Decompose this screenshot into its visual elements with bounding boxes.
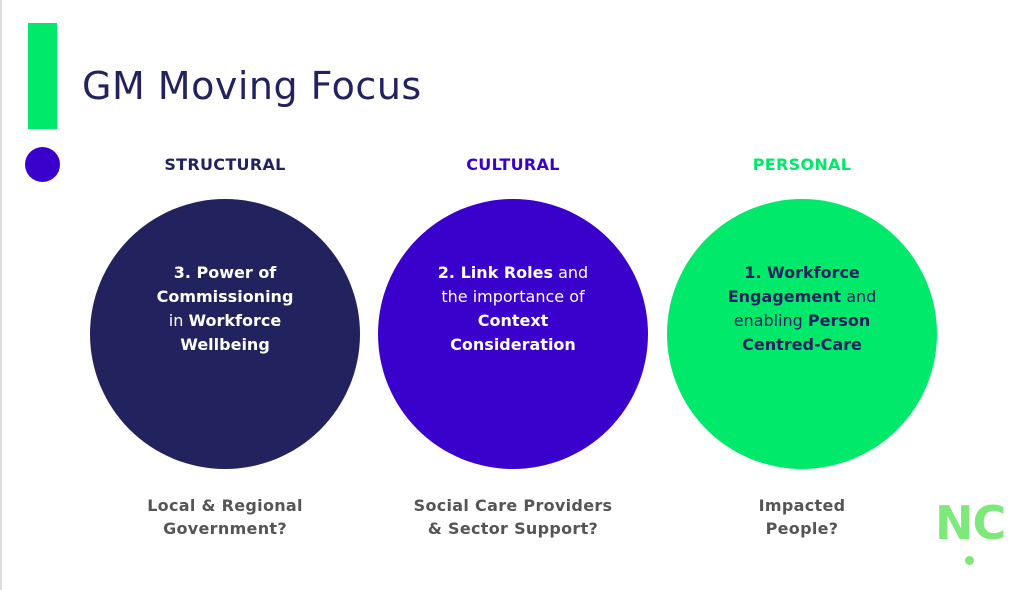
footer-line: Local & Regional — [147, 496, 303, 515]
text-segment: Context — [477, 311, 549, 330]
circle-text-line: Wellbeing — [180, 333, 270, 357]
text-segment: Consideration — [450, 335, 576, 354]
text-segment: Person — [807, 311, 871, 330]
circle-text-line: 3. Power of — [174, 261, 277, 285]
circle-text-line: enabling Person — [734, 309, 871, 333]
column-cultural: CULTURAL 2. Link Roles and the importance… — [368, 150, 658, 540]
slide-title: GM Moving Focus — [82, 64, 422, 108]
text-segment: Wellbeing — [180, 335, 270, 354]
text-segment: Engagement — [727, 287, 842, 306]
column-heading: STRUCTURAL — [164, 155, 286, 174]
footer-line: & Sector Support? — [427, 519, 599, 538]
column-structural: STRUCTURAL 3. Power of Commissioning in Wo… — [80, 150, 370, 540]
column-heading: CULTURAL — [466, 155, 560, 174]
text-segment: 2. Link Roles — [437, 263, 554, 282]
footer-line: People? — [765, 519, 839, 538]
circle-text-line: 2. Link Roles and — [438, 261, 588, 285]
text-segment: Centred-Care — [742, 335, 862, 354]
nc-logo: NC — [935, 496, 1006, 550]
text-segment: in — [168, 311, 189, 330]
text-segment: Workforce — [188, 311, 282, 330]
circle-text-line: the importance of — [441, 285, 584, 309]
text-segment: 3. Power of — [173, 263, 277, 282]
circle-cultural: 2. Link Roles and the importance of Contex… — [378, 199, 648, 469]
circle-text-line: in Workforce — [169, 309, 281, 333]
logo-dot — [965, 556, 974, 565]
circle-text-line: Consideration — [450, 333, 576, 357]
slide-edge — [0, 0, 2, 590]
text-segment: and — [553, 263, 589, 282]
footer-line: Social Care Providers — [413, 496, 613, 515]
circle-text-line: Commissioning — [157, 285, 294, 309]
circle-text-line: Engagement and — [728, 285, 877, 309]
column-footer: Social Care Providers & Sector Support? — [368, 494, 658, 540]
footer-line: Impacted — [758, 496, 846, 515]
circle-text-line: Centred-Care — [742, 333, 862, 357]
text-segment: Commissioning — [156, 287, 294, 306]
footer-line: Government? — [163, 519, 287, 538]
text-segment: the importance of — [441, 287, 585, 306]
text-segment: enabling — [733, 311, 808, 330]
circle-text-line: Context — [478, 309, 549, 333]
text-segment: and — [841, 287, 877, 306]
circle-text-line: 1. Workforce — [744, 261, 860, 285]
text-segment: 1. Workforce — [744, 263, 860, 282]
accent-bar — [28, 23, 57, 129]
accent-dot — [25, 147, 60, 182]
column-heading: PERSONAL — [752, 155, 852, 174]
